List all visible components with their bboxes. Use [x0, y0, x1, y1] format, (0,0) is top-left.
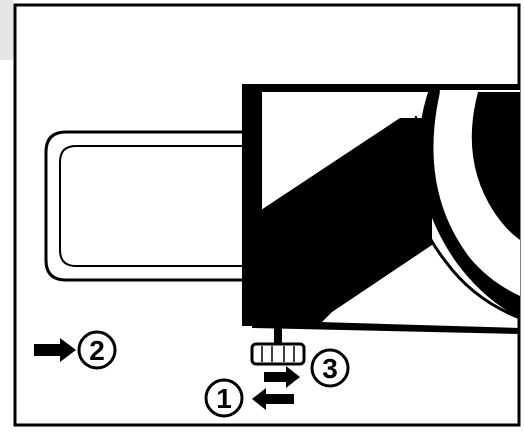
- step-3-indicator: 3: [264, 348, 350, 388]
- step-3-number: 3: [322, 353, 338, 384]
- step-2-indicator: 2: [34, 330, 117, 370]
- step-2-number: 2: [89, 335, 105, 366]
- step-1-circle: [204, 378, 244, 418]
- drawer-handle-inner: [59, 145, 248, 267]
- step-3-arrowhead-icon: [286, 366, 300, 388]
- drawer-handle: [44, 130, 248, 282]
- step-1-arrowhead-icon: [252, 388, 266, 410]
- adjustment-knob: [250, 326, 306, 366]
- step-3-circle: [310, 348, 350, 388]
- step-2-arrow-shaft: [34, 344, 64, 356]
- step-3-arrow-shaft: [264, 372, 290, 382]
- corner-tab: [0, 0, 13, 60]
- step-1-number: 1: [216, 383, 232, 414]
- step-1-arrow-shaft: [262, 394, 294, 404]
- step-1-indicator: 1: [204, 378, 294, 418]
- step-2-circle: [77, 330, 117, 370]
- appliance-body: [242, 84, 521, 334]
- step-2-arrowhead-icon: [60, 338, 76, 362]
